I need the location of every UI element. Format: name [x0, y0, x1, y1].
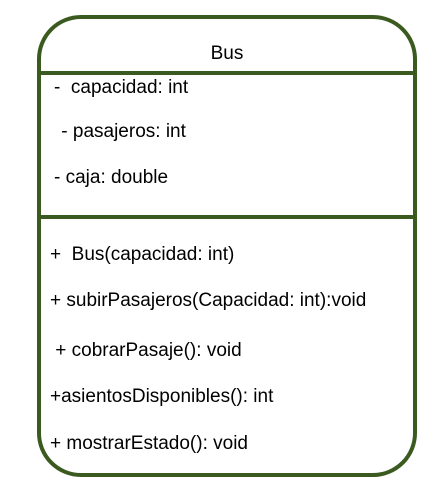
- attribute-caja: - caja: double: [54, 167, 169, 188]
- method-subir-pasajeros: + subirPasajeros(Capacidad: int):void: [50, 290, 367, 311]
- name-divider: [41, 71, 413, 75]
- attribute-capacidad: - capacidad: int: [54, 77, 189, 98]
- method-asientos-disponibles: +asientosDisponibles(): int: [50, 386, 274, 407]
- method-cobrar-pasaje: + cobrarPasaje(): void: [50, 340, 242, 361]
- attributes-divider: [41, 215, 413, 219]
- attribute-pasajeros: - pasajeros: int: [56, 121, 186, 142]
- class-name: Bus: [210, 43, 244, 64]
- method-mostrar-estado: + mostrarEstado(): void: [50, 433, 248, 454]
- method-bus-constructor: + Bus(capacidad: int): [50, 244, 235, 265]
- uml-class-box: Bus: [37, 15, 417, 477]
